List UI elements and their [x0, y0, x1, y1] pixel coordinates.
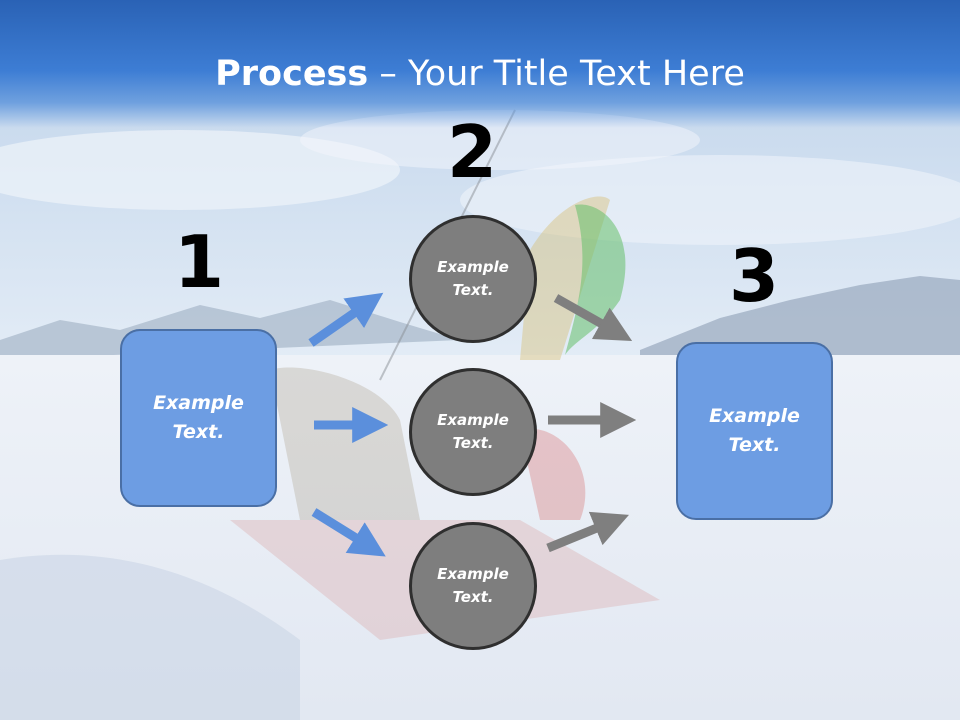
step-1-number: 1: [173, 220, 225, 304]
step-1-box: Example Text.: [120, 329, 277, 507]
title-rest: – Your Title Text Here: [368, 54, 745, 94]
circle-top-text: Example Text.: [437, 258, 509, 299]
circle-bottom-text: Example Text.: [437, 565, 509, 606]
step-1-text: Example Text.: [153, 392, 244, 443]
step-2-circle-bottom: Example Text.: [409, 522, 537, 650]
title-bold: Process: [215, 54, 369, 94]
step-3-text: Example Text.: [709, 405, 800, 456]
step-3-number: 3: [728, 234, 780, 318]
step-2-number: 2: [446, 110, 498, 194]
title-band: [0, 0, 960, 128]
step-3-box: Example Text.: [676, 342, 833, 520]
circle-middle-text: Example Text.: [437, 411, 509, 452]
step-2-circle-top: Example Text.: [409, 215, 537, 343]
step-2-circle-middle: Example Text.: [409, 368, 537, 496]
slide-title: Process – Your Title Text Here: [0, 52, 960, 96]
